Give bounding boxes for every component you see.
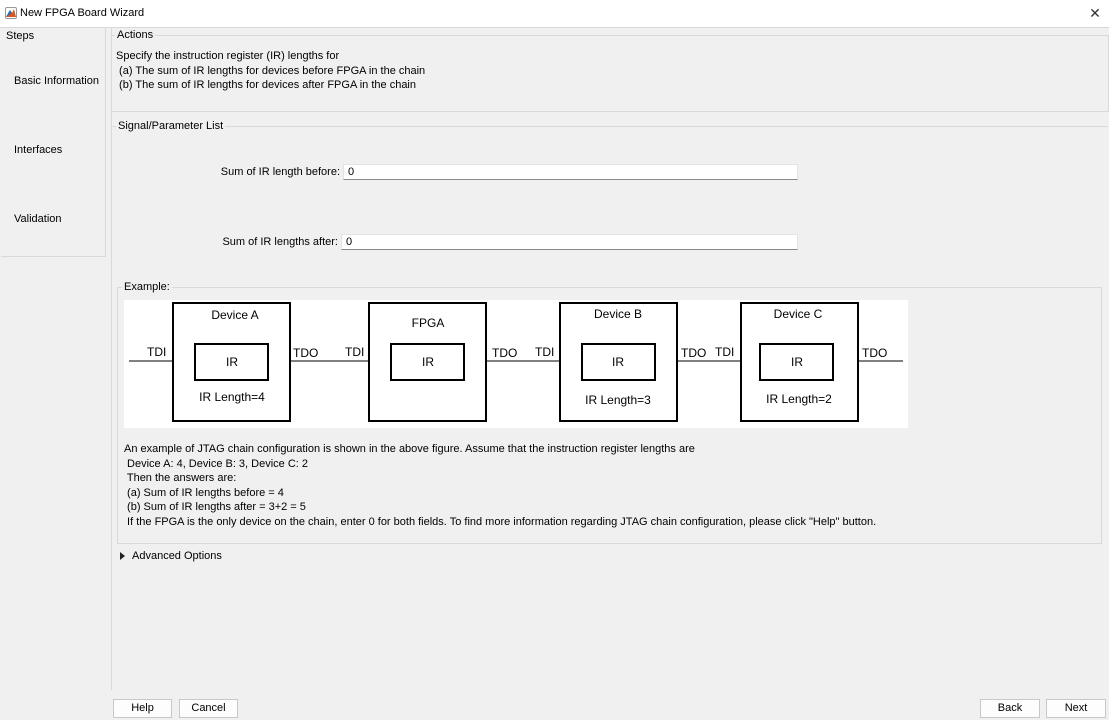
actions-title: Actions	[115, 29, 156, 41]
example-text-line: (a) Sum of IR lengths before = 4	[124, 487, 284, 499]
tdo-label: TDO	[862, 346, 887, 360]
jtag-chain-diagram: Device A IR IR Length=4 FPGA IR Device B…	[124, 300, 908, 428]
advanced-options-toggle[interactable]: Advanced Options	[120, 550, 222, 562]
next-button[interactable]: Next	[1046, 699, 1106, 718]
ir-before-input[interactable]	[343, 164, 798, 180]
example-group	[117, 287, 1102, 544]
close-icon: ✕	[1089, 5, 1101, 21]
device-fpga: FPGA IR	[368, 302, 487, 422]
step-validation[interactable]: Validation	[14, 213, 62, 225]
device-b-name: Device B	[594, 307, 642, 321]
tdi-label: TDI	[345, 345, 364, 359]
close-button[interactable]: ✕	[1081, 0, 1109, 27]
steps-title: Steps	[6, 30, 35, 42]
window-title: New FPGA Board Wizard	[20, 7, 145, 19]
tdo-label: TDO	[681, 346, 706, 360]
help-button[interactable]: Help	[113, 699, 172, 718]
actions-line: Specify the instruction register (IR) le…	[116, 50, 340, 62]
signal-parameter-title: Signal/Parameter List	[116, 120, 226, 132]
ir-after-label: Sum of IR lengths after:	[222, 236, 338, 248]
steps-panel: Steps Basic Information Interfaces Valid…	[1, 28, 106, 257]
tdo-label: TDO	[492, 346, 517, 360]
expand-arrow-icon	[120, 552, 125, 561]
device-b: Device B IR IR Length=3	[559, 302, 678, 422]
device-a-name: Device A	[211, 308, 258, 322]
tdi-label: TDI	[147, 345, 166, 359]
ir-after-input[interactable]	[341, 234, 798, 250]
device-fpga-name: FPGA	[412, 316, 445, 330]
example-title: Example:	[122, 281, 172, 293]
step-basic-information[interactable]: Basic Information	[14, 75, 99, 87]
device-c-name: Device C	[774, 307, 823, 321]
device-c: Device C IR IR Length=2	[740, 302, 859, 422]
device-c-length: IR Length=2	[766, 392, 832, 406]
jtag-pin-labels: TDI TDO TDI TDO TDI TDO TDI TDO	[147, 345, 887, 360]
tdo-label: TDO	[293, 346, 318, 360]
step-interfaces[interactable]: Interfaces	[14, 144, 63, 156]
device-a-ir: IR	[226, 355, 238, 369]
device-a-length: IR Length=4	[199, 390, 265, 404]
example-text-line: (b) Sum of IR lengths after = 3+2 = 5	[124, 501, 306, 513]
device-b-length: IR Length=3	[585, 393, 651, 407]
device-a: Device A IR IR Length=4	[172, 302, 291, 422]
tdi-label: TDI	[535, 345, 554, 359]
back-button[interactable]: Back	[980, 699, 1040, 718]
example-text-line: If the FPGA is the only device on the ch…	[124, 516, 877, 528]
ir-before-label: Sum of IR length before:	[220, 166, 340, 178]
signal-parameter-group	[111, 126, 1108, 690]
tdi-label: TDI	[715, 345, 734, 359]
title-bar: New FPGA Board Wizard ✕	[0, 0, 1109, 28]
example-text-line: Then the answers are:	[124, 472, 237, 484]
device-fpga-ir: IR	[422, 355, 434, 369]
actions-line: (b) The sum of IR lengths for devices af…	[116, 79, 416, 91]
device-b-ir: IR	[612, 355, 624, 369]
example-text-line: An example of JTAG chain configuration i…	[124, 443, 695, 455]
example-text-line: Device A: 4, Device B: 3, Device C: 2	[124, 458, 309, 470]
actions-line: (a) The sum of IR lengths for devices be…	[116, 65, 426, 77]
matlab-app-icon	[5, 7, 17, 19]
advanced-options-label: Advanced Options	[132, 550, 222, 562]
device-c-ir: IR	[791, 355, 803, 369]
cancel-button[interactable]: Cancel	[179, 699, 238, 718]
